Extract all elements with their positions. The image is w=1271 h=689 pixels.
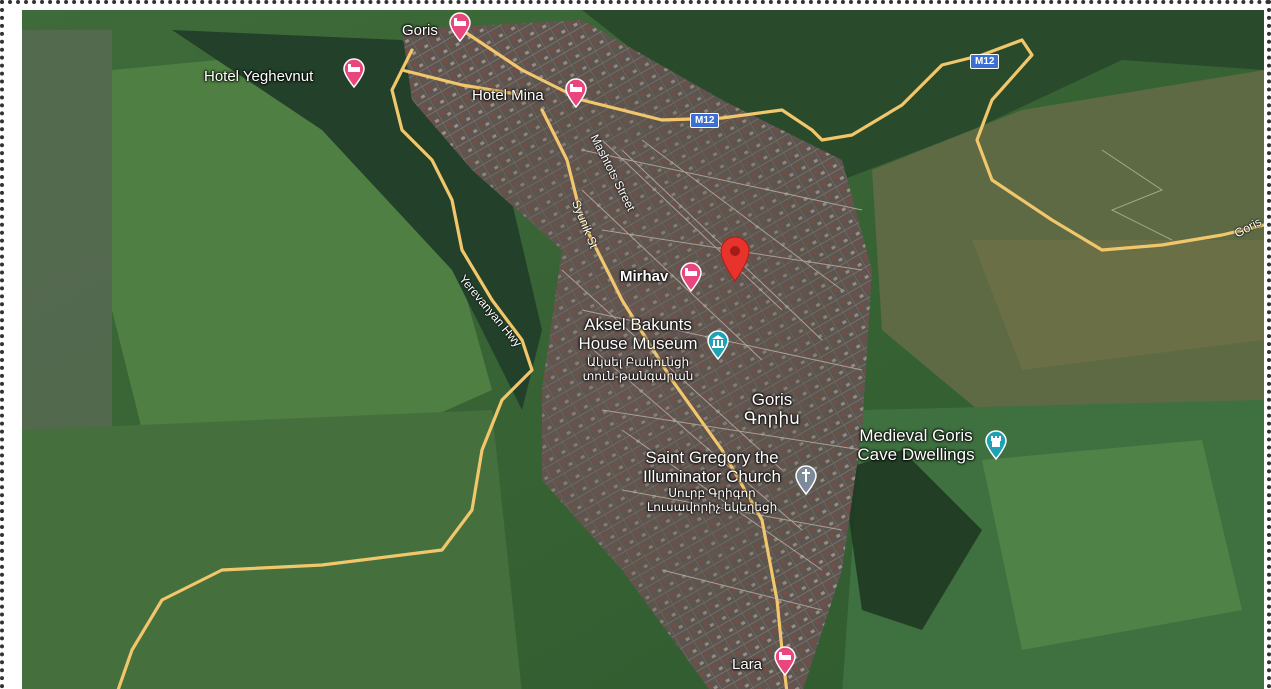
place-label-mirhav[interactable]: Mirhav xyxy=(620,268,669,285)
map-pin-icon[interactable] xyxy=(718,234,752,282)
church-arm-line2: Լուսավորիչ եկեղեցի xyxy=(646,500,778,514)
place-label-museum-arm: Ակսել Բակունցի տուն-թանգարան xyxy=(568,355,708,383)
place-label-goris-center[interactable]: Goris Գորիս xyxy=(737,390,807,428)
church-icon[interactable] xyxy=(794,465,818,495)
place-label-hotel-yeghevnut[interactable]: Hotel Yeghevnut xyxy=(204,68,314,85)
museum-arm-line2: տուն-թանգարան xyxy=(582,369,694,383)
goris-center-arm: Գորիս xyxy=(744,409,800,428)
church-arm-line1: Սուրբ Գրիգոր xyxy=(668,486,756,500)
museum-name-line1: Aksel Bakunts xyxy=(584,315,692,334)
hotel-icon[interactable] xyxy=(773,646,797,676)
goris-center-name: Goris xyxy=(751,390,793,409)
place-label-goris-top[interactable]: Goris xyxy=(402,22,438,39)
hotel-icon[interactable] xyxy=(564,78,588,108)
caves-name-line2: Cave Dwellings xyxy=(857,445,975,464)
caves-name-line1: Medieval Goris xyxy=(859,426,973,445)
museum-arm-line1: Ակսել Բակունցի xyxy=(586,355,690,369)
church-name-line2: Illuminator Church xyxy=(643,467,781,486)
map-terrain xyxy=(22,10,1264,689)
landmark-icon[interactable] xyxy=(984,430,1008,460)
church-name-line1: Saint Gregory the xyxy=(645,448,779,467)
museum-name-line2: House Museum xyxy=(578,334,698,353)
museum-icon[interactable] xyxy=(706,330,730,360)
hotel-icon[interactable] xyxy=(342,58,366,88)
place-label-hotel-mina[interactable]: Hotel Mina xyxy=(472,87,544,104)
hotel-icon[interactable] xyxy=(448,12,472,42)
m12-shield: M12 xyxy=(970,54,1000,69)
place-label-lara[interactable]: Lara xyxy=(732,656,763,673)
place-label-museum[interactable]: Aksel Bakunts House Museum xyxy=(568,315,708,353)
m12-shield: M12 xyxy=(690,113,720,128)
place-label-church[interactable]: Saint Gregory the Illuminator Church xyxy=(632,448,792,486)
place-label-church-arm: Սուրբ Գրիգոր Լուսավորիչ եկեղեցի xyxy=(632,486,792,514)
hotel-icon[interactable] xyxy=(679,262,703,292)
satellite-map[interactable]: M12 M12 Mashtots Street Syunik St Yereva… xyxy=(22,10,1264,689)
place-label-caves[interactable]: Medieval Goris Cave Dwellings xyxy=(848,426,984,464)
